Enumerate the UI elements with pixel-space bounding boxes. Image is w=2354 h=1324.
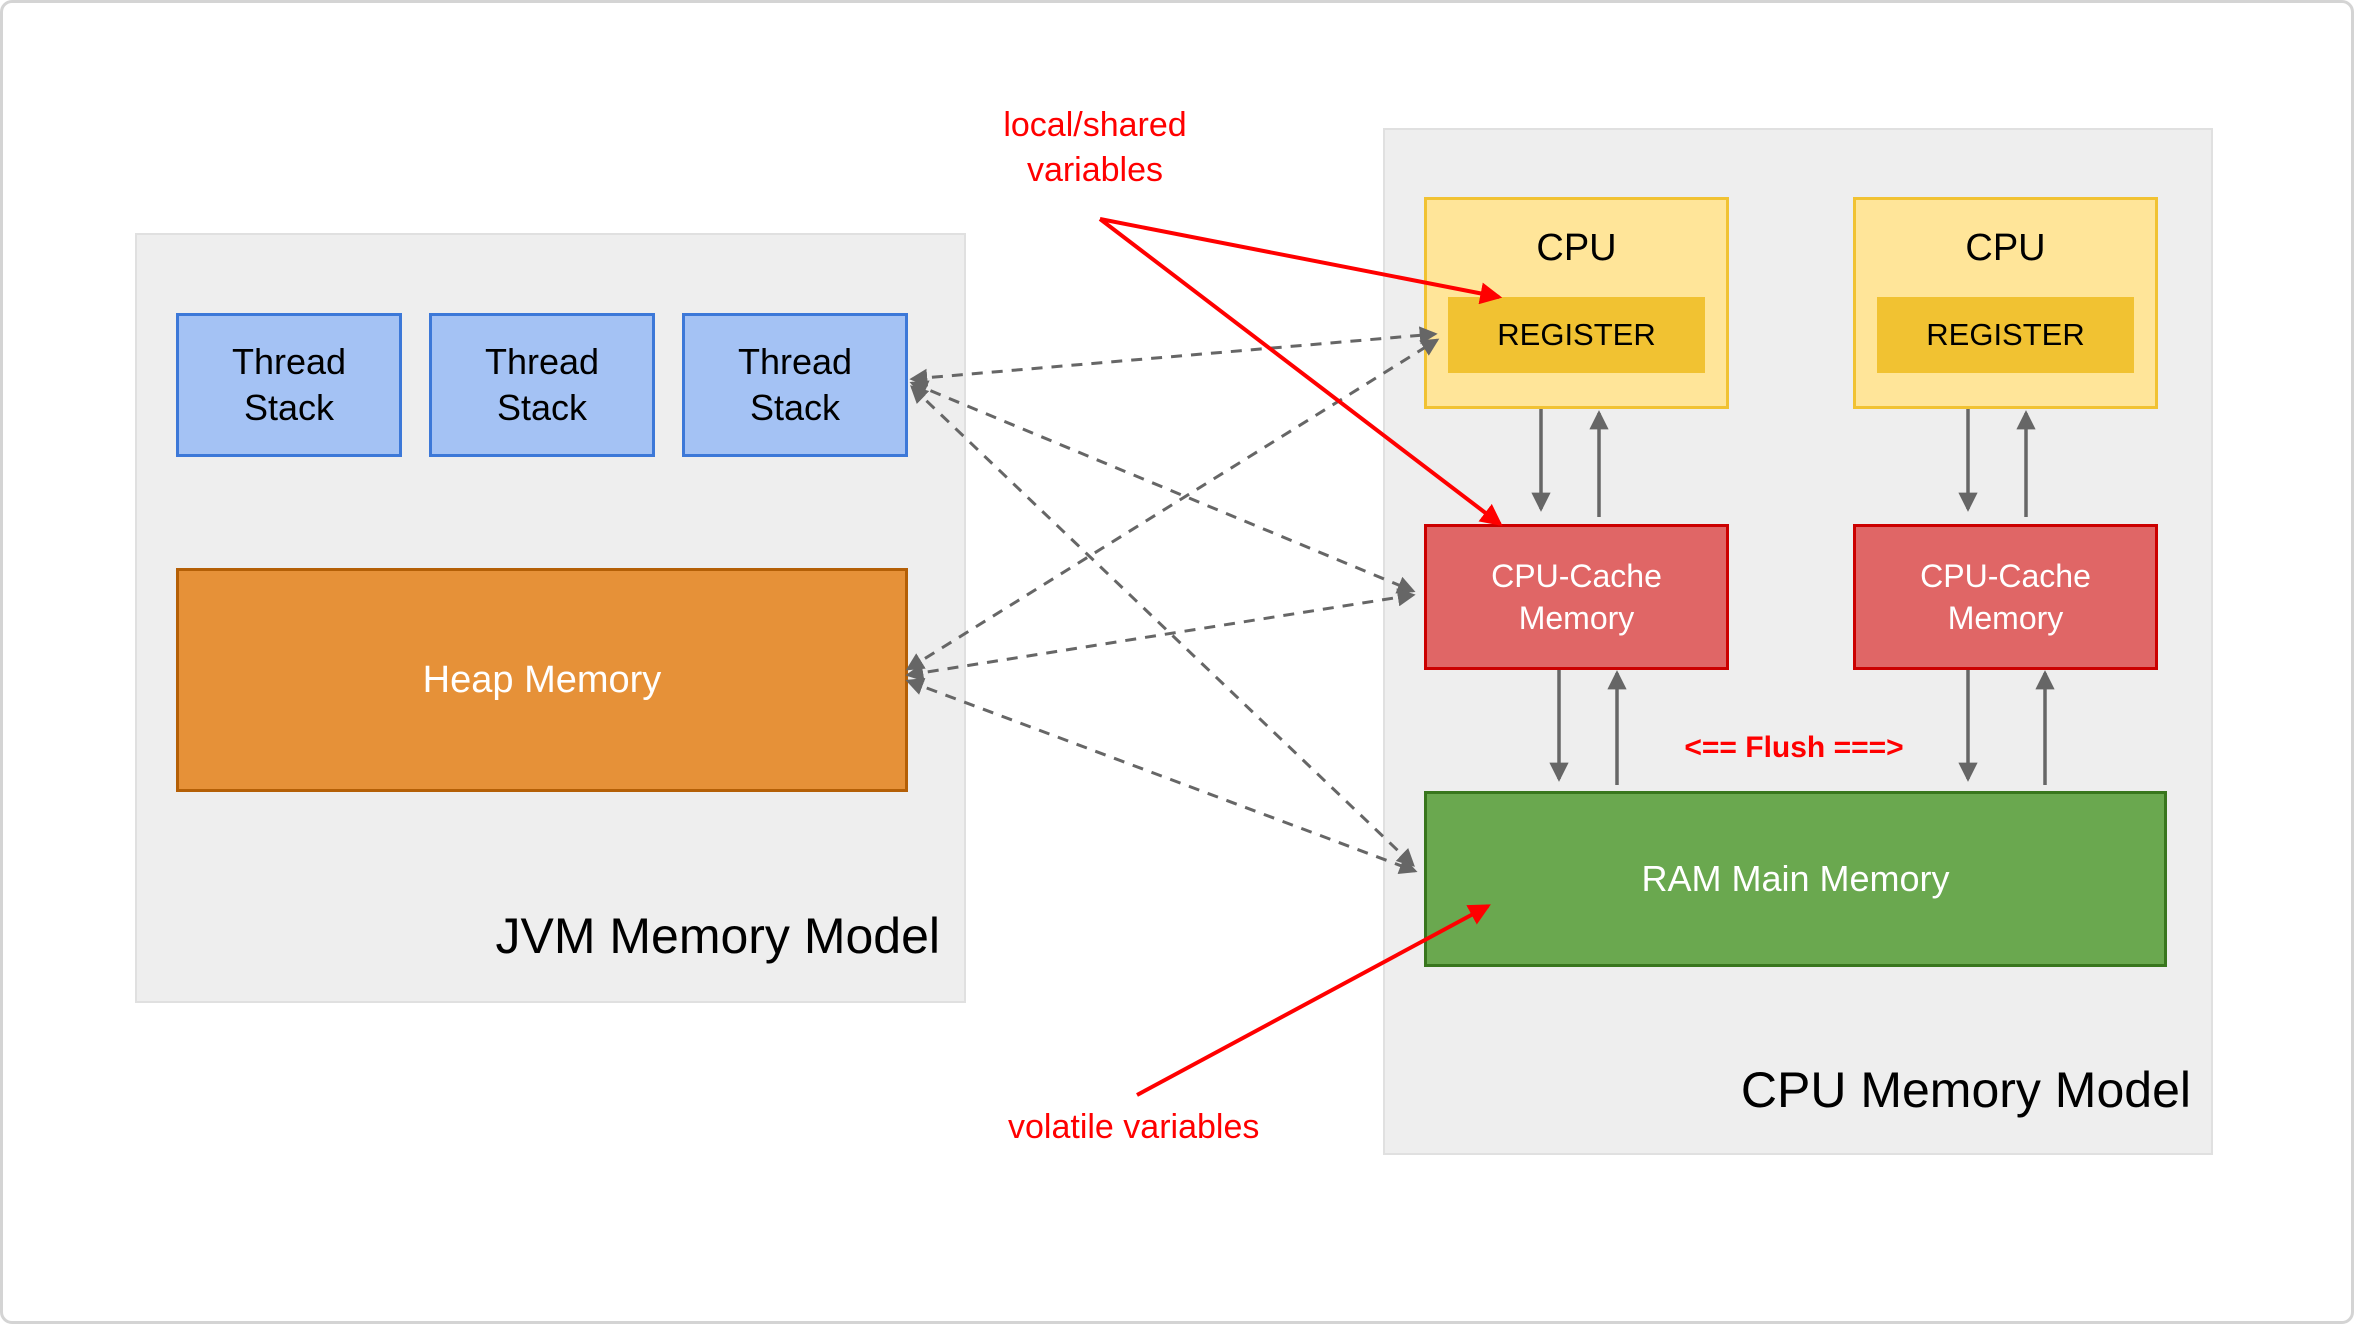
cpu-cache-label: Memory [1518, 600, 1635, 636]
cpu-panel-title: CPU Memory Model [1740, 1062, 2191, 1118]
cpu-cache-memory-box: CPU-Cache Memory [1853, 524, 2158, 670]
thread-stack-label: Thread [737, 341, 853, 382]
cpu-cache-label: Memory [1947, 600, 2064, 636]
cpu-box: CPU REGISTER [1424, 197, 1729, 409]
thread-stack-label: Thread [484, 341, 600, 382]
jvm-memory-model-panel: Thread Stack Thread Stack Thread Stack H… [135, 233, 966, 1003]
dashed-connector-heap-register [905, 338, 1440, 671]
cpu-label: CPU [1536, 226, 1617, 269]
thread-stack-label: Stack [496, 387, 588, 428]
cpu-cache-label: CPU-Cache [1920, 558, 2091, 594]
ram-main-memory-label: RAM Main Memory [1641, 858, 1950, 899]
cpu-box: CPU REGISTER [1853, 197, 2158, 409]
cpu-cache-memory-box: CPU-Cache Memory [1424, 524, 1729, 670]
ram-main-memory-box: RAM Main Memory [1424, 791, 2167, 967]
dashed-connector-stack-register [909, 326, 1438, 387]
dashed-connector-stack-cache [909, 380, 1416, 594]
thread-stack-box: Thread Stack [176, 313, 402, 457]
thread-stack-label: Stack [749, 387, 841, 428]
local-shared-line2: variables [1026, 151, 1164, 189]
volatile-variables-annotation: volatile variables [1008, 1108, 1260, 1146]
local-shared-variables-annotation: local/shared variables [943, 103, 1247, 193]
cpu-memory-model-panel: CPU REGISTER CPU REGISTER CPU-Cache Memo… [1383, 128, 2213, 1155]
cpu-cache-label: CPU-Cache [1491, 558, 1662, 594]
thread-stack-label: Stack [243, 387, 335, 428]
thread-stack-box: Thread Stack [682, 313, 908, 457]
thread-stack-box: Thread Stack [429, 313, 655, 457]
heap-memory-box: Heap Memory [176, 568, 908, 792]
dashed-connector-heap-ram [905, 677, 1418, 875]
heap-memory-label: Heap Memory [422, 658, 662, 701]
register-box: REGISTER [1448, 297, 1705, 373]
cpu-label: CPU [1965, 226, 2046, 269]
register-box: REGISTER [1877, 297, 2134, 373]
dashed-connector-heap-cache [905, 588, 1416, 682]
jvm-panel-title: JVM Memory Model [495, 908, 940, 964]
thread-stack-label: Thread [231, 341, 347, 382]
flush-annotation: <== Flush ===> [1684, 731, 1904, 764]
dashed-connector-stack-ram [910, 385, 1415, 867]
local-shared-line1: local/shared [1003, 106, 1187, 144]
